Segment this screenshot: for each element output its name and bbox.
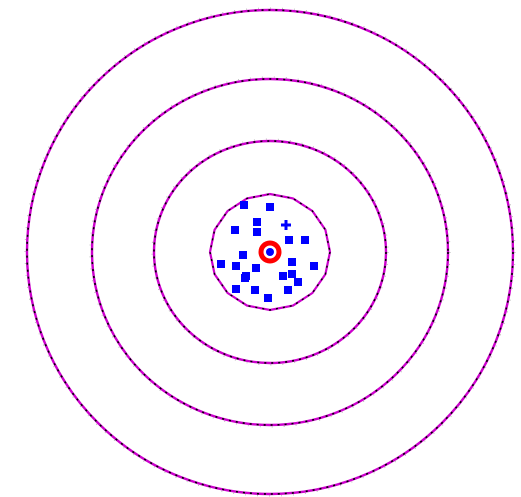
particle-11	[252, 264, 260, 272]
particle-9	[217, 260, 225, 268]
particle-17	[294, 278, 302, 286]
particle-2	[266, 203, 274, 211]
particle-20	[232, 285, 240, 293]
particle-12	[288, 258, 296, 266]
particle-22	[241, 274, 249, 282]
particle-7	[285, 236, 293, 244]
particle-5	[253, 228, 261, 236]
plus-marker-icon	[281, 220, 291, 230]
center-core	[266, 248, 274, 256]
particle-6	[239, 251, 247, 259]
particle-13	[288, 270, 296, 278]
particle-3	[253, 218, 261, 226]
particle-8	[301, 236, 309, 244]
particle-16	[279, 272, 287, 280]
particle-18	[251, 286, 259, 294]
particle-1	[240, 201, 248, 209]
particle-10	[232, 262, 240, 270]
particle-14	[310, 262, 318, 270]
center-marker-group	[261, 243, 279, 261]
particle-21	[264, 294, 272, 302]
particle-19	[284, 286, 292, 294]
particle-4	[231, 226, 239, 234]
